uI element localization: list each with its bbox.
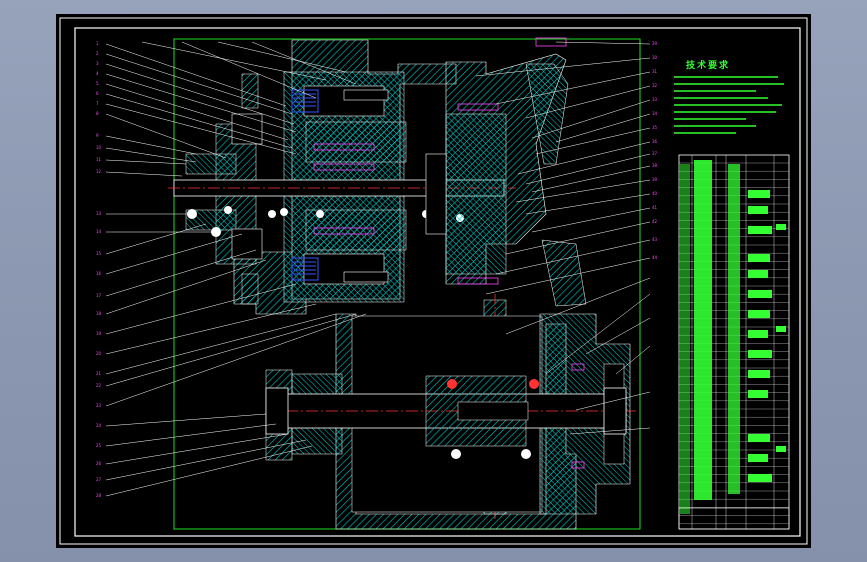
svg-text:32: 32 (652, 83, 658, 88)
svg-text:4: 4 (96, 71, 99, 76)
svg-text:2: 2 (96, 51, 99, 56)
svg-text:13: 13 (96, 211, 102, 216)
svg-text:44: 44 (652, 255, 658, 260)
upper-housing (233, 39, 457, 315)
svg-text:14: 14 (96, 229, 102, 234)
svg-text:41: 41 (652, 205, 658, 210)
leader-lines-left (105, 41, 367, 497)
svg-text:21: 21 (96, 371, 102, 376)
svg-text:25: 25 (96, 443, 102, 448)
svg-text:37: 37 (652, 151, 658, 156)
svg-text:19: 19 (96, 331, 102, 336)
right-cover (425, 37, 587, 307)
svg-text:31: 31 (652, 69, 658, 74)
svg-text:17: 17 (96, 293, 102, 298)
svg-text:26: 26 (96, 461, 102, 466)
svg-text:18: 18 (96, 311, 102, 316)
svg-text:27: 27 (96, 477, 102, 482)
parts-list-table (678, 154, 790, 530)
svg-text:7: 7 (96, 101, 99, 106)
svg-text:12: 12 (96, 169, 102, 174)
svg-text:42: 42 (652, 219, 658, 224)
svg-text:20: 20 (96, 351, 102, 356)
svg-text:5: 5 (96, 81, 99, 86)
svg-text:16: 16 (96, 271, 102, 276)
svg-text:11: 11 (96, 157, 102, 162)
tech-requirements-text (674, 76, 784, 134)
svg-text:36: 36 (652, 139, 658, 144)
svg-text:1: 1 (96, 41, 99, 46)
tech-requirements-title: 技术要求 (686, 61, 731, 71)
svg-text:38: 38 (652, 163, 658, 168)
svg-text:28: 28 (96, 493, 102, 498)
svg-text:8: 8 (96, 111, 99, 116)
svg-text:22: 22 (96, 383, 102, 388)
svg-text:10: 10 (96, 145, 102, 150)
svg-text:35: 35 (652, 125, 658, 130)
svg-text:29: 29 (652, 41, 658, 46)
svg-text:34: 34 (652, 111, 658, 116)
svg-text:39: 39 (652, 177, 658, 182)
svg-text:30: 30 (652, 55, 658, 60)
svg-text:6: 6 (96, 91, 99, 96)
svg-text:23: 23 (96, 403, 102, 408)
svg-text:24: 24 (96, 423, 102, 428)
inner-border (74, 27, 801, 537)
svg-text:43: 43 (652, 237, 658, 242)
leader-lines-right (475, 41, 651, 435)
outer-border (59, 17, 808, 545)
svg-text:40: 40 (652, 191, 658, 196)
svg-text:33: 33 (652, 97, 658, 102)
svg-text:15: 15 (96, 251, 102, 256)
svg-text:3: 3 (96, 61, 99, 66)
output-shaft (265, 363, 636, 469)
svg-text:9: 9 (96, 133, 99, 138)
